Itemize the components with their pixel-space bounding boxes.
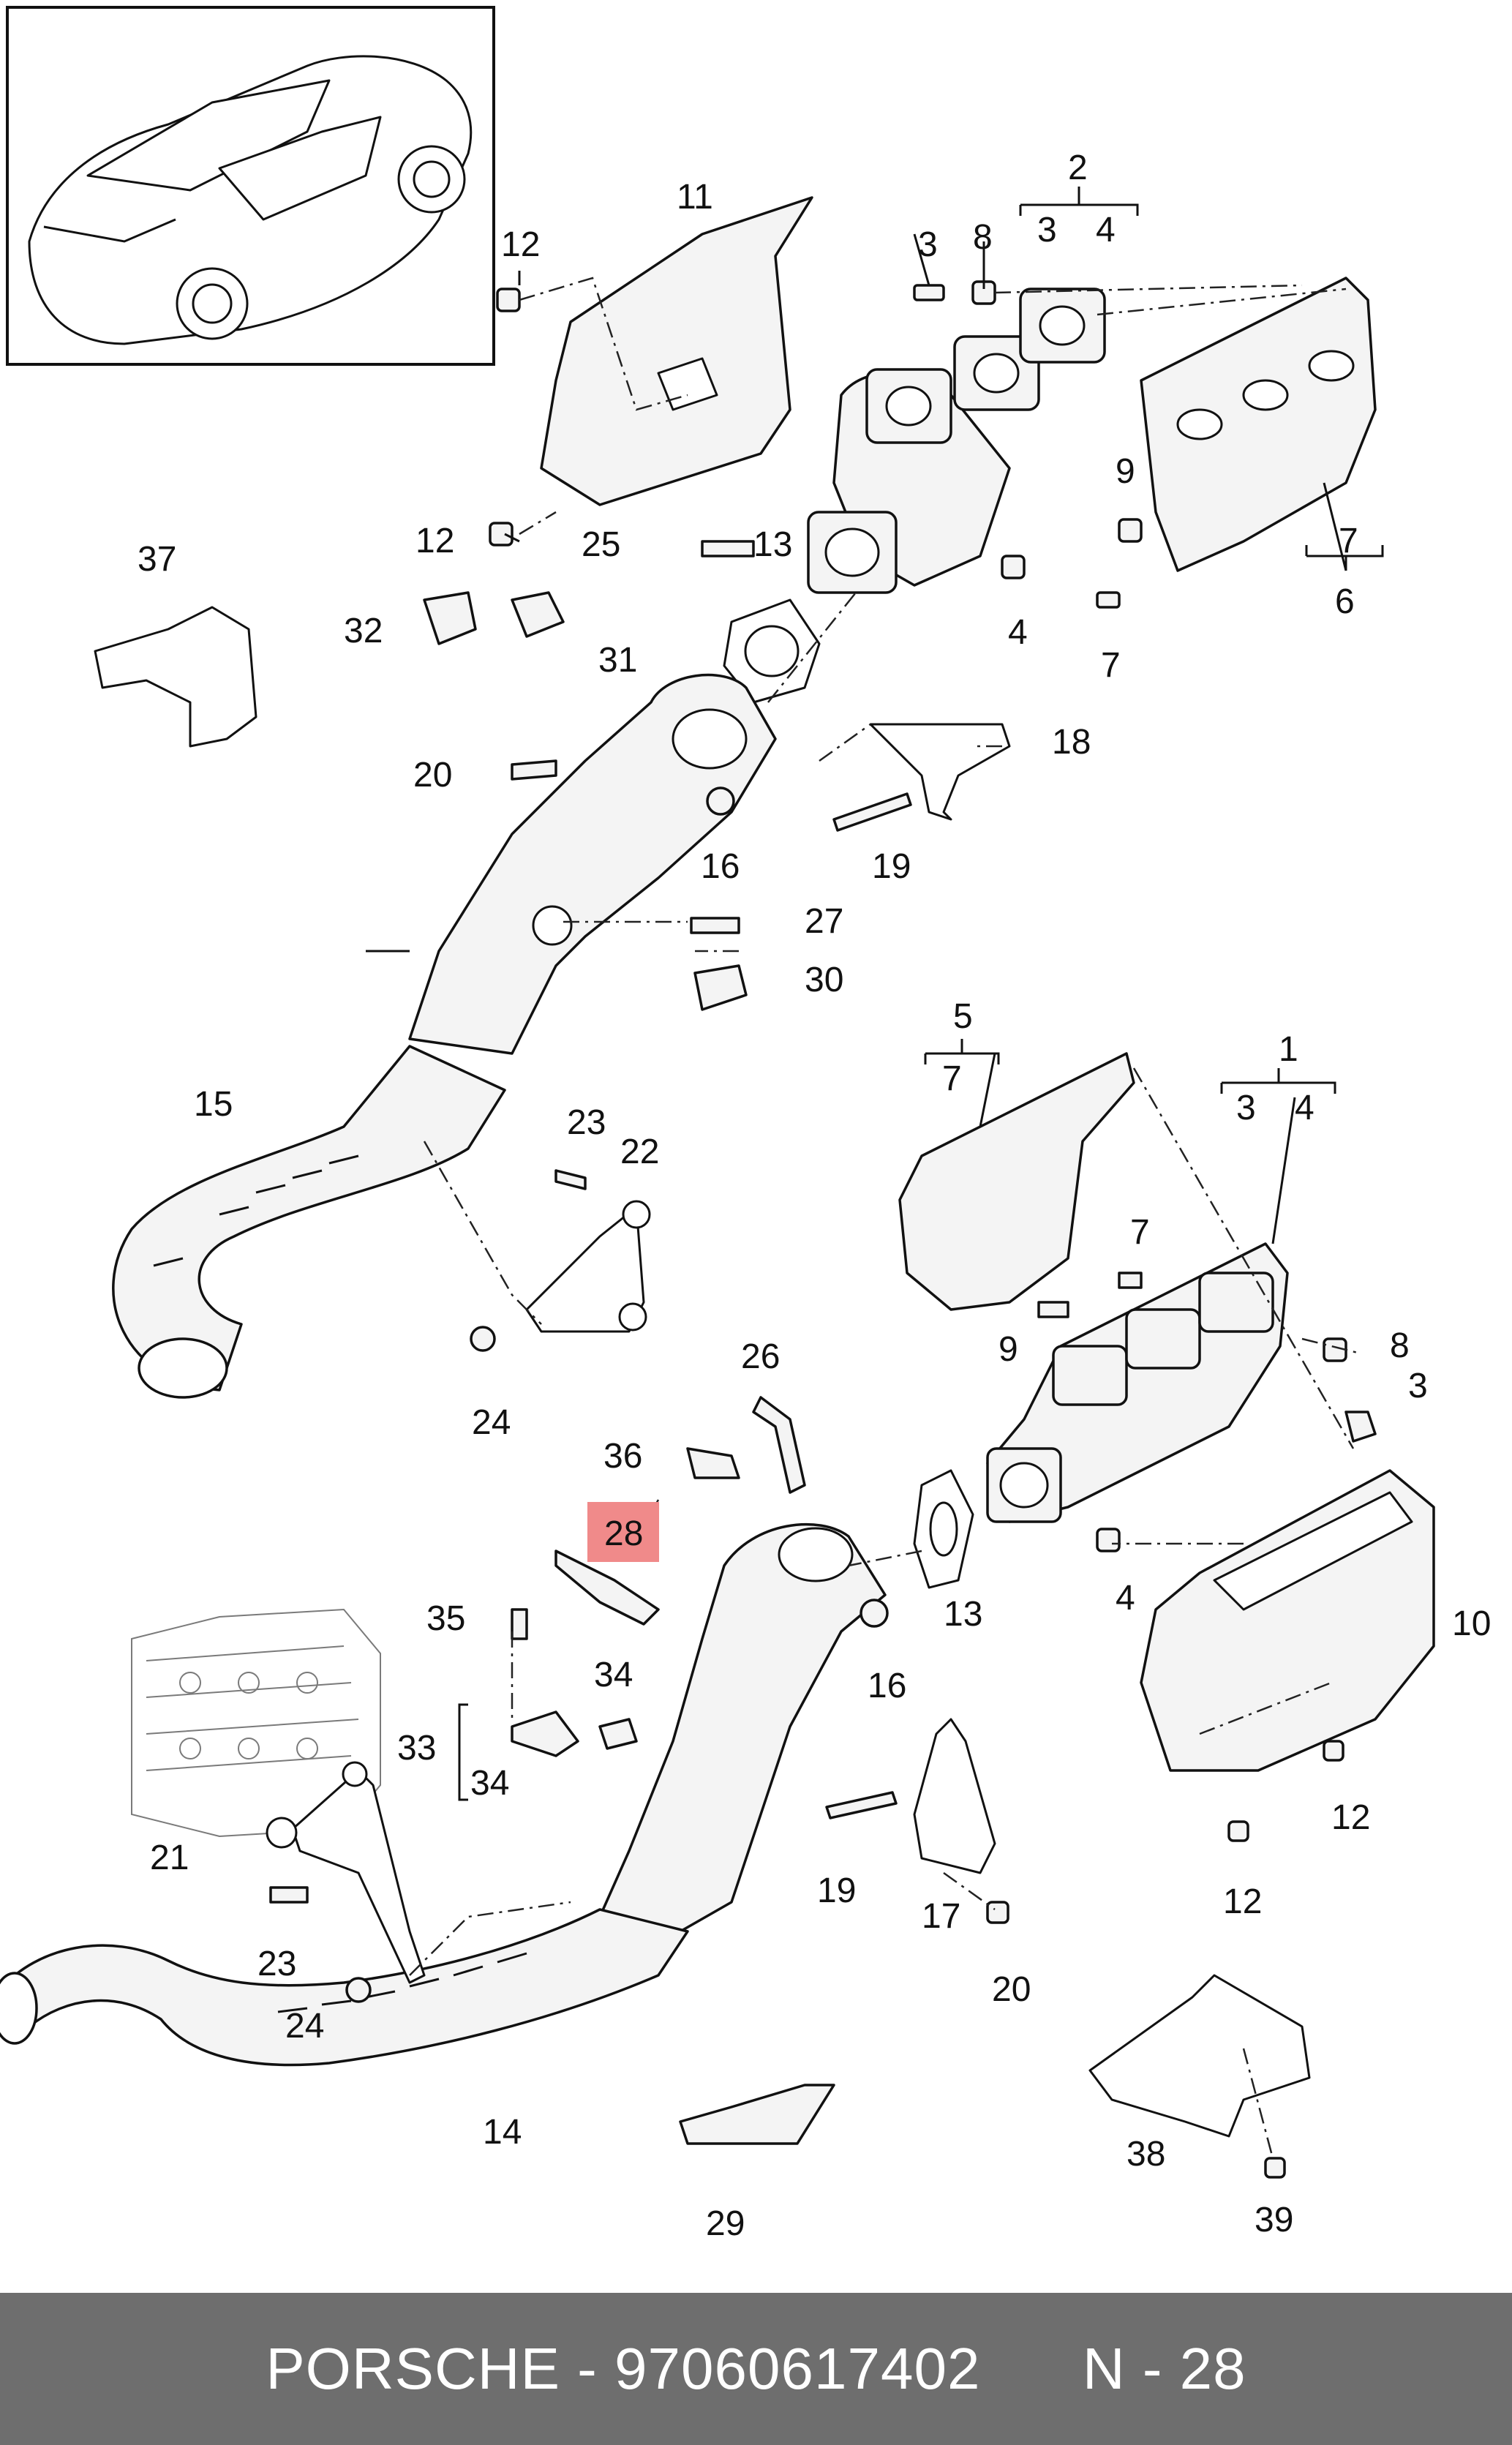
label-5: 5 bbox=[953, 997, 973, 1036]
bracket-18 bbox=[869, 723, 1011, 821]
heat-shield-10 bbox=[1140, 1469, 1435, 1772]
label-3-group1: 3 bbox=[1236, 1089, 1256, 1127]
gasket-13-lower bbox=[913, 1469, 974, 1589]
label-14: 14 bbox=[483, 2113, 522, 2152]
label-13-upper: 13 bbox=[753, 525, 792, 564]
label-10: 10 bbox=[1452, 1604, 1491, 1643]
footer-gap bbox=[980, 2335, 1082, 2403]
label-4-bolt-upper: 4 bbox=[1008, 613, 1028, 652]
exhaust-pipe-15 bbox=[112, 1045, 506, 1399]
label-8-lower: 8 bbox=[1390, 1326, 1410, 1365]
heat-shield-5 bbox=[898, 1052, 1135, 1311]
label-23-lower: 23 bbox=[257, 1945, 296, 1983]
fasteners bbox=[269, 280, 1377, 2179]
label-7-clip-upper: 7 bbox=[1101, 646, 1121, 685]
exhaust-manifold-upper bbox=[807, 288, 1106, 594]
part-number-footer: PORSCHE - 97060617402 N - 28 bbox=[0, 2293, 1512, 2445]
exhaust-parts-diagram: 1 2 3 4 3 4 3 3 4 4 5 6 7 7 7 7 8 8 9 9 … bbox=[0, 6, 1491, 2243]
label-18: 18 bbox=[1052, 723, 1091, 762]
heat-shield-11 bbox=[540, 196, 813, 506]
footer-part-number: 97060617402 bbox=[614, 2336, 981, 2401]
callout-lines bbox=[366, 187, 1384, 1801]
label-16-lower: 16 bbox=[868, 1667, 906, 1705]
label-12-c: 12 bbox=[1331, 1798, 1370, 1837]
label-1: 1 bbox=[1279, 1030, 1298, 1069]
footer-brand: PORSCHE bbox=[266, 2336, 560, 2401]
catalytic-converter-upper bbox=[408, 673, 777, 1055]
bracket-38 bbox=[1088, 1974, 1311, 2138]
part-labels: 1 2 3 4 3 4 3 3 4 4 5 6 7 7 7 7 8 8 9 9 … bbox=[138, 149, 1491, 2243]
label-4-group1: 4 bbox=[1295, 1089, 1314, 1127]
label-36: 36 bbox=[603, 1437, 642, 1476]
gasket-13-upper bbox=[723, 598, 821, 704]
label-4-bolt-lower: 4 bbox=[1116, 1579, 1135, 1618]
label-29: 29 bbox=[706, 2204, 745, 2243]
label-39: 39 bbox=[1255, 2201, 1293, 2239]
label-37: 37 bbox=[138, 540, 176, 579]
label-24-upper: 24 bbox=[472, 1403, 511, 1442]
footer-diagram-ref: N - 28 bbox=[1082, 2336, 1246, 2401]
label-23-upper: 23 bbox=[567, 1103, 606, 1142]
label-27: 27 bbox=[805, 902, 843, 941]
bracket-21 bbox=[266, 1761, 426, 1984]
vehicle-thumbnail bbox=[6, 6, 495, 366]
label-2: 2 bbox=[1068, 149, 1088, 187]
label-7-group5: 7 bbox=[942, 1059, 962, 1098]
label-12-a: 12 bbox=[501, 225, 540, 264]
bracket-37 bbox=[94, 606, 257, 748]
label-24-lower: 24 bbox=[285, 2007, 324, 2046]
label-33: 33 bbox=[397, 1729, 436, 1768]
label-19-lower: 19 bbox=[817, 1871, 856, 1910]
label-12-b: 12 bbox=[415, 522, 454, 560]
label-28: 28 bbox=[604, 1514, 643, 1553]
label-20-lower: 20 bbox=[992, 1970, 1031, 2009]
label-4-group2: 4 bbox=[1096, 211, 1116, 249]
label-20-upper: 20 bbox=[413, 756, 452, 795]
label-16-upper: 16 bbox=[701, 847, 740, 886]
label-9-upper: 9 bbox=[1116, 452, 1135, 491]
highlight-28-box bbox=[587, 1502, 659, 1562]
exhaust-manifold-lower bbox=[986, 1242, 1289, 1523]
label-35: 35 bbox=[426, 1599, 465, 1638]
label-31: 31 bbox=[598, 641, 637, 680]
label-25: 25 bbox=[582, 525, 620, 564]
catalytic-converter-lower bbox=[598, 1522, 887, 1933]
label-19-upper: 19 bbox=[872, 847, 911, 886]
label-30: 30 bbox=[805, 961, 843, 999]
footer-text: PORSCHE - 97060617402 N - 28 bbox=[266, 2335, 1246, 2403]
label-11: 11 bbox=[677, 178, 713, 217]
label-34-group: 34 bbox=[470, 1764, 509, 1803]
label-26: 26 bbox=[741, 1337, 780, 1376]
label-6: 6 bbox=[1335, 582, 1355, 621]
label-21: 21 bbox=[150, 1839, 189, 1877]
label-15: 15 bbox=[194, 1085, 233, 1124]
label-32: 32 bbox=[344, 612, 383, 650]
label-3-clip-upper: 3 bbox=[918, 225, 938, 264]
bracket-17 bbox=[913, 1718, 996, 1874]
label-34-part: 34 bbox=[594, 1656, 633, 1694]
heat-shield-6 bbox=[1140, 277, 1377, 572]
label-13-lower: 13 bbox=[944, 1595, 982, 1634]
label-38: 38 bbox=[1127, 2135, 1165, 2174]
label-7-clip-lower: 7 bbox=[1130, 1213, 1150, 1252]
label-9-lower: 9 bbox=[998, 1330, 1018, 1369]
label-7-group6: 7 bbox=[1339, 522, 1358, 560]
label-22: 22 bbox=[620, 1133, 659, 1171]
engine-block-outline bbox=[131, 1608, 381, 1838]
exhaust-pipe-14 bbox=[0, 1908, 689, 2067]
label-8-upper: 8 bbox=[973, 218, 993, 257]
label-3-clip-lower: 3 bbox=[1408, 1367, 1428, 1405]
label-17: 17 bbox=[922, 1897, 960, 1936]
label-12-d: 12 bbox=[1223, 1882, 1262, 1921]
footer-separator: - bbox=[560, 2336, 615, 2401]
bracket-22 bbox=[525, 1200, 651, 1333]
label-3-group2: 3 bbox=[1037, 211, 1057, 249]
